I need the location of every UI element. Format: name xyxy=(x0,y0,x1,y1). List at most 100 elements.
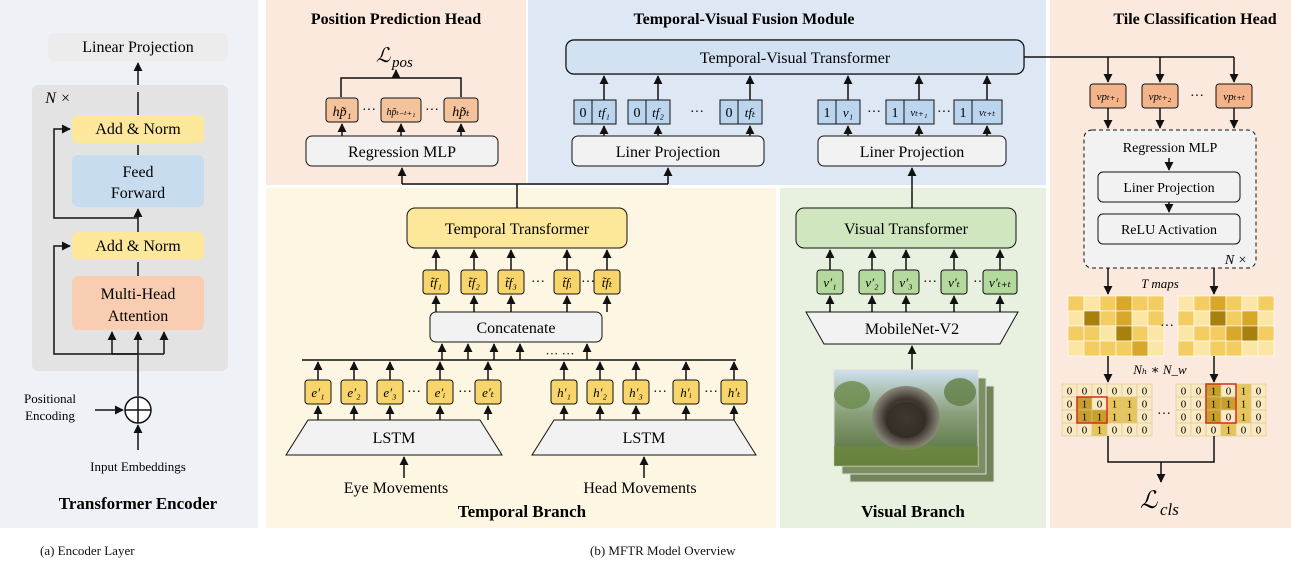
tf-tilde-token-label: t̃f₁ xyxy=(430,275,442,290)
vp-token-t-label: vpₜ₊ₜ xyxy=(1223,91,1245,103)
tile-regression-mlp-label: Regression MLP xyxy=(1123,141,1218,156)
heatmap-cell xyxy=(1115,325,1133,342)
tf-label-t: tfₜ xyxy=(745,105,756,120)
grid-cell-value: 0 xyxy=(1097,399,1103,411)
positional-encoding-line1: Positional xyxy=(24,391,76,406)
add-norm-top-box xyxy=(72,115,204,143)
heatmap-cell xyxy=(1099,310,1117,327)
feed-forward-line1: Feed xyxy=(122,164,153,181)
grid-cell-value: 0 xyxy=(1241,425,1247,437)
grid-cell-value: 1 xyxy=(1097,412,1103,424)
position-head-panel: Position Prediction Head ℒ pos hp̃₁ ··· … xyxy=(266,0,526,185)
heatmap-cell xyxy=(1083,325,1101,342)
highlight-box xyxy=(1205,383,1237,424)
grid-cell-value: 0 xyxy=(1067,412,1073,424)
mha-box xyxy=(72,276,204,330)
tf-token-group: 0 tf₁ 0 tf₂ ··· 0 tfₜ xyxy=(573,99,763,125)
h-token-label: h′ₜ xyxy=(728,385,741,400)
heatmap-cell xyxy=(1115,340,1133,357)
grid-cell-value: 1 xyxy=(1241,386,1247,398)
grid-cell-value: 0 xyxy=(1067,425,1073,437)
grid-cell-value: 0 xyxy=(1181,425,1187,437)
v-label-1: v₁ xyxy=(843,105,853,120)
grid-cell-value: 1 xyxy=(1127,412,1133,424)
grid-cell-value: 0 xyxy=(1196,412,1202,424)
tile-n-times: N × xyxy=(1224,253,1247,268)
heatmap-cell xyxy=(1177,295,1195,312)
v-prime-ellipsis: ··· xyxy=(923,275,937,290)
lstm-left-label: LSTM xyxy=(373,430,416,447)
lstm-right-box xyxy=(531,419,757,456)
hp-token-t-label: hp̃ₜ xyxy=(452,105,470,120)
grid-cell-value: 0 xyxy=(1256,412,1262,424)
heatmap-cell xyxy=(1225,295,1243,312)
heatmap-cell xyxy=(1225,325,1243,342)
liner-projection-right-label: Liner Projection xyxy=(860,144,964,161)
tf-tilde-token-label: t̃f₃ xyxy=(505,275,517,290)
heatmap-cell xyxy=(1241,295,1259,312)
heatmap-cell xyxy=(1193,310,1211,327)
tf-tilde-ellipsis: ··· xyxy=(581,275,595,290)
hp-token-1 xyxy=(325,97,359,123)
h-token-label: h′ᵢ xyxy=(680,385,691,400)
heatmap-left xyxy=(1067,295,1165,357)
hp-token-mid-label: hp̃ₜ₋ₜ₊₁ xyxy=(387,107,416,118)
heatmap-cell xyxy=(1131,295,1149,312)
heatmap-cell xyxy=(1257,310,1275,327)
lstm-right-label: LSTM xyxy=(623,430,666,447)
grid-cell-value: 0 xyxy=(1181,399,1187,411)
loss-cls-subscript: cls xyxy=(1160,500,1179,519)
grid-cell-value: 0 xyxy=(1196,425,1202,437)
tf-tilde-token-label: t̃fᵢ xyxy=(562,275,572,290)
loss-cls-symbol: ℒ xyxy=(1140,488,1158,514)
heatmap-cell xyxy=(1209,310,1227,327)
grid-cell-value: 0 xyxy=(1226,412,1232,424)
input-embeddings-label: Input Embeddings xyxy=(90,459,186,474)
tf-flag-2: 0 xyxy=(634,106,641,121)
v-ellipsis-1: ··· xyxy=(867,105,881,120)
vp-ellipsis: ··· xyxy=(1190,89,1204,104)
heatmap-cell xyxy=(1225,310,1243,327)
vp-token-2-label: vpₜ₊₂ xyxy=(1149,91,1172,103)
mobilenet-label: MobileNet-V2 xyxy=(865,321,959,338)
heatmap-cell xyxy=(1177,325,1195,342)
heatmap-cell xyxy=(1067,310,1085,327)
heatmap-cell xyxy=(1209,340,1227,357)
tile-head-panel: Tile Classification Head vpₜ₊₁ vpₜ₊₂ ···… xyxy=(1024,0,1291,528)
heatmap-cell xyxy=(1209,295,1227,312)
linear-projection-label: Linear Projection xyxy=(82,39,194,56)
grid-cell-value: 0 xyxy=(1127,386,1133,398)
visual-branch-title: Visual Branch xyxy=(861,502,965,521)
heatmap-cell xyxy=(1177,340,1195,357)
heatmap-cell xyxy=(1099,340,1117,357)
grid-cell-value: 0 xyxy=(1256,425,1262,437)
e-ellipsis: ··· xyxy=(407,385,421,400)
concatenate-box xyxy=(429,311,603,343)
heatmap-cell xyxy=(1099,325,1117,342)
heatmap-cell xyxy=(1193,325,1211,342)
heatmap-cell xyxy=(1067,340,1085,357)
heatmap-cell xyxy=(1241,340,1259,357)
h-token-label: h′₁ xyxy=(557,385,571,400)
grid-cell-value: 1 xyxy=(1211,386,1217,398)
grid-cell-value: 0 xyxy=(1142,425,1148,437)
grid-cell-value: 0 xyxy=(1142,386,1148,398)
vp-token-1-label: vpₜ₊₁ xyxy=(1097,91,1120,103)
e-token-label: e′₂ xyxy=(347,385,361,400)
nh-nw-label: Nₕ ∗ N_w xyxy=(1132,362,1187,377)
v-token-group: 1 v₁ ··· 1 vₜ₊₁ ··· 1 vₜ₊ₜ xyxy=(817,99,1003,125)
heatmap-cell xyxy=(1115,295,1133,312)
heatmap-cell xyxy=(1131,340,1149,357)
add-norm-top-label: Add & Norm xyxy=(95,121,181,138)
relu-label: ReLU Activation xyxy=(1121,223,1217,238)
grid-cell-value: 1 xyxy=(1211,399,1217,411)
h-ellipsis: ··· xyxy=(653,385,667,400)
grid-cell-value: 0 xyxy=(1082,425,1088,437)
eye-movements-label: Eye Movements xyxy=(344,480,448,497)
heatmap-cell xyxy=(1083,310,1101,327)
